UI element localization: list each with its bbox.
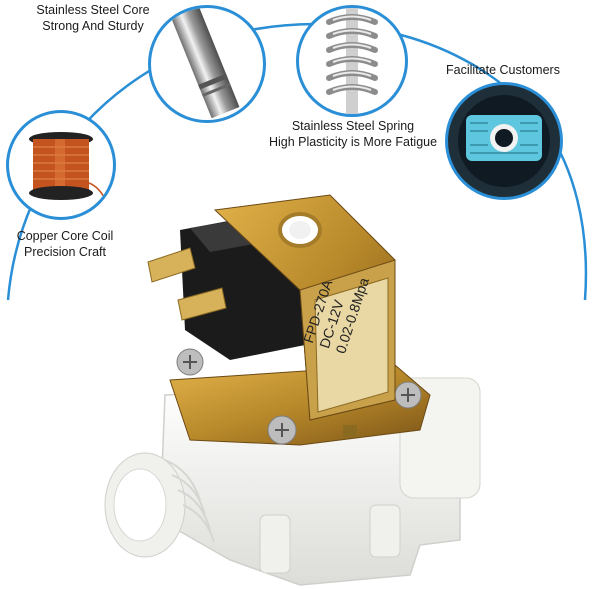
callout-spring-line1: Stainless Steel Spring bbox=[291, 119, 415, 133]
callout-spring-line2: High Plasticity is More Fatigue bbox=[268, 135, 438, 149]
stainless-spring-image bbox=[296, 5, 408, 117]
copper-coil-image bbox=[6, 110, 116, 220]
callout-core-line2: Strong And Sturdy bbox=[42, 19, 144, 33]
callout-spring-label: Stainless Steel Spring High Plasticity i… bbox=[258, 118, 448, 150]
copper-coil-icon bbox=[29, 132, 106, 200]
stainless-core-image bbox=[148, 5, 266, 123]
callout-coil-line2: Precision Craft bbox=[24, 245, 106, 259]
callout-coil-label: Copper Core Coil Precision Craft bbox=[10, 228, 120, 260]
steel-rod-icon bbox=[167, 8, 240, 119]
callout-core-line1: Stainless Steel Core bbox=[36, 3, 150, 17]
coil-top-label-image bbox=[445, 82, 563, 200]
callout-core-label: Stainless Steel Core Strong And Sturdy bbox=[28, 2, 158, 34]
coil-label-icon bbox=[458, 95, 550, 187]
callout-coil-line1: Copper Core Coil bbox=[16, 229, 114, 243]
spring-icon bbox=[326, 8, 378, 114]
callout-customers-label: Facilitate Customers bbox=[438, 62, 568, 78]
callout-customers-line1: Facilitate Customers bbox=[446, 63, 560, 77]
